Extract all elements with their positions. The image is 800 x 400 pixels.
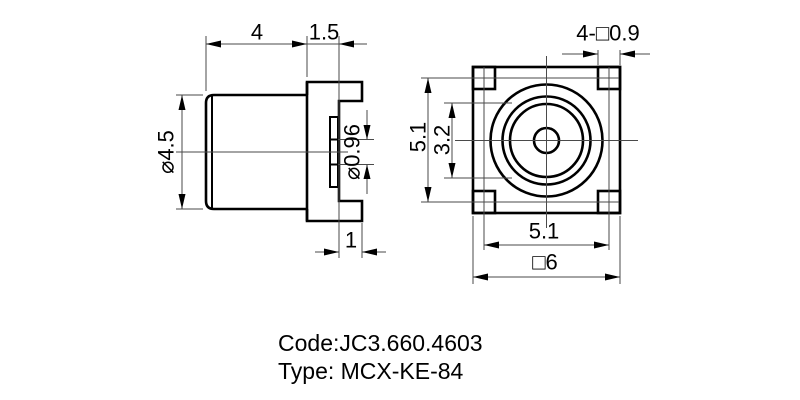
- dim-leg-protrusion: 1: [315, 223, 386, 258]
- dim-body-diameter: ⌀4.5: [154, 94, 203, 210]
- part-info: Code:JC3.660.4603 Type: MCX-KE-84: [278, 330, 483, 384]
- dim-flange-thickness: 1.5: [309, 20, 367, 258]
- dim-corner-legs-label: 4-□0.9: [576, 21, 639, 46]
- dim-leg-span-horizontal-label: 5.1: [529, 219, 560, 244]
- dim-body-length: 4: [205, 20, 339, 91]
- side-view: 4 1.5 ⌀4.5 ⌀0.96: [154, 20, 386, 258]
- pin-edges: [330, 138, 338, 166]
- dim-inner-diameter-label: 3.2: [430, 125, 455, 156]
- dim-pin-diameter-label: ⌀0.96: [340, 124, 365, 180]
- leg-reference-lines: [421, 67, 619, 250]
- dim-pin-diameter: ⌀0.96: [338, 110, 374, 194]
- dim-leg-span-vertical-label: 5.1: [406, 122, 431, 153]
- dim-leg-protrusion-label: 1: [345, 228, 357, 253]
- front-view: 4-□0.9 5.1 3.2 5.1: [406, 21, 650, 284]
- dim-body-diameter-label: ⌀4.5: [154, 130, 179, 174]
- dim-flange-thickness-label: 1.5: [309, 20, 340, 45]
- dim-body-length-label: 4: [251, 20, 263, 45]
- dim-leg-span-horizontal: 5.1: [484, 219, 609, 249]
- dim-leg-span-vertical: 5.1: [406, 78, 432, 202]
- part-code: Code:JC3.660.4603: [278, 330, 483, 356]
- dim-flange-size-label: □6: [532, 250, 558, 275]
- dim-flange-size: □6: [472, 216, 621, 284]
- dim-inner-diameter: 3.2: [430, 102, 512, 179]
- part-type: Type: MCX-KE-84: [278, 358, 464, 384]
- dim-corner-legs: 4-□0.9: [562, 21, 650, 65]
